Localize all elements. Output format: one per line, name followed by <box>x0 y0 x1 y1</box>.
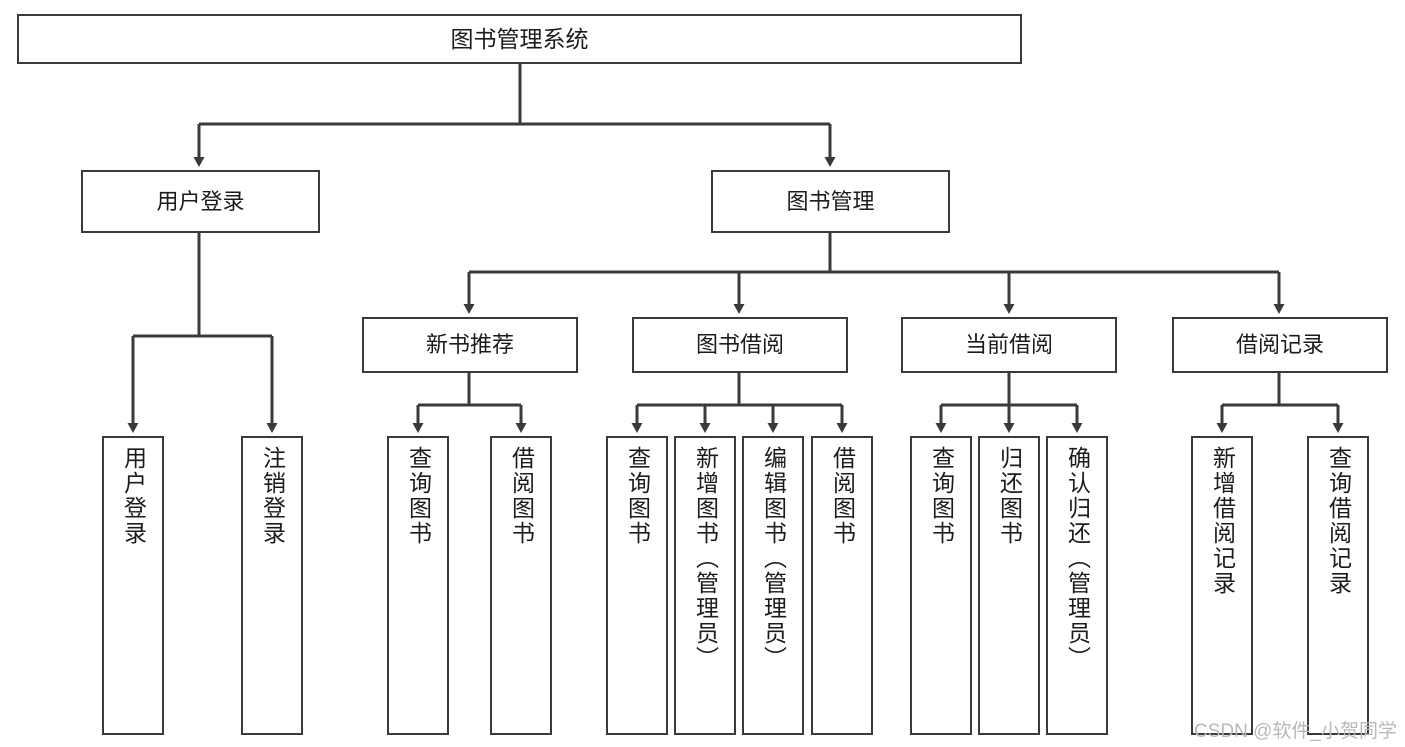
node-book-borrow[interactable]: 图书借阅 <box>632 317 848 373</box>
leaf-borrow-record-add[interactable]: 新增借阅记录 <box>1191 436 1253 735</box>
node-borrow-record[interactable]: 借阅记录 <box>1172 317 1388 373</box>
leaf-user-login-login[interactable]: 用户登录 <box>102 436 164 735</box>
leaf-user-login-login-label: 用户登录 <box>120 446 147 546</box>
node-user-login-label: 用户登录 <box>156 188 245 214</box>
node-user-login[interactable]: 用户登录 <box>81 170 320 233</box>
leaf-user-login-logout[interactable]: 注销登录 <box>241 436 303 735</box>
leaf-book-borrow-query-label: 查询图书 <box>624 446 651 546</box>
leaf-book-borrow-borrow[interactable]: 借阅图书 <box>811 436 873 735</box>
leaf-book-borrow-query[interactable]: 查询图书 <box>606 436 668 735</box>
node-new-book-recommend[interactable]: 新书推荐 <box>362 317 578 373</box>
leaf-current-borrow-return[interactable]: 归还图书 <box>978 436 1040 735</box>
leaf-book-borrow-borrow-label: 借阅图书 <box>829 446 856 546</box>
leaf-new-book-query[interactable]: 查询图书 <box>387 436 449 735</box>
leaf-borrow-record-add-label: 新增借阅记录 <box>1209 446 1236 596</box>
leaf-user-login-logout-label: 注销登录 <box>259 446 286 546</box>
node-new-book-recommend-label: 新书推荐 <box>425 332 514 358</box>
node-current-borrow[interactable]: 当前借阅 <box>901 317 1117 373</box>
node-borrow-record-label: 借阅记录 <box>1235 332 1324 358</box>
leaf-new-book-query-label: 查询图书 <box>405 446 432 546</box>
leaf-book-borrow-edit[interactable]: 编辑图书（管理员） <box>742 436 804 735</box>
node-root-system[interactable]: 图书管理系统 <box>17 14 1022 64</box>
node-book-management-label: 图书管理 <box>786 188 875 214</box>
node-book-borrow-label: 图书借阅 <box>695 332 784 358</box>
node-root-system-label: 图书管理系统 <box>450 25 589 52</box>
leaf-current-borrow-confirm[interactable]: 确认归还（管理员） <box>1046 436 1108 735</box>
leaf-borrow-record-query-label: 查询借阅记录 <box>1325 446 1352 596</box>
leaf-book-borrow-add[interactable]: 新增图书（管理员） <box>674 436 736 735</box>
leaf-current-borrow-query[interactable]: 查询图书 <box>910 436 972 735</box>
leaf-current-borrow-confirm-label: 确认归还（管理员） <box>1064 446 1091 671</box>
leaf-book-borrow-edit-label: 编辑图书（管理员） <box>760 446 787 671</box>
leaf-current-borrow-query-label: 查询图书 <box>928 446 955 546</box>
leaf-current-borrow-return-label: 归还图书 <box>996 446 1023 546</box>
watermark-text: CSDN @软件_小贺同学 <box>1194 721 1397 742</box>
leaf-new-book-borrow-label: 借阅图书 <box>508 446 535 546</box>
node-book-management[interactable]: 图书管理 <box>711 170 950 233</box>
leaf-book-borrow-add-label: 新增图书（管理员） <box>692 446 719 671</box>
node-current-borrow-label: 当前借阅 <box>964 332 1053 358</box>
leaf-borrow-record-query[interactable]: 查询借阅记录 <box>1307 436 1369 735</box>
leaf-new-book-borrow[interactable]: 借阅图书 <box>490 436 552 735</box>
